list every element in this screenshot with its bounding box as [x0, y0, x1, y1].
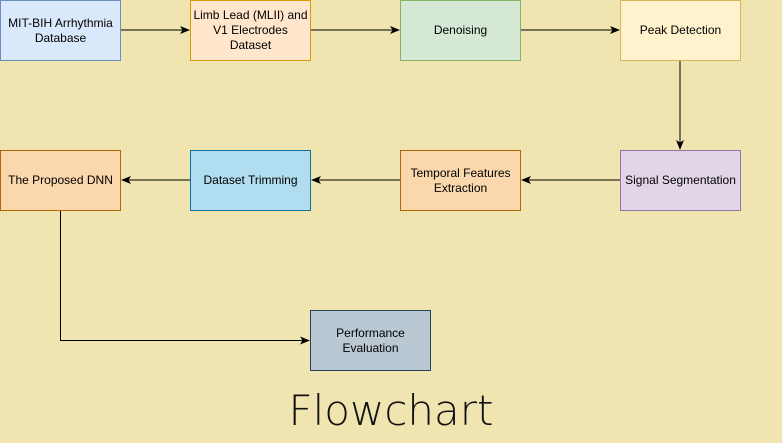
node-dataset-trimming: Dataset Trimming — [190, 150, 311, 211]
node-label: Peak Detection — [639, 23, 722, 37]
node-signal-segmentation: Signal Segmentation — [620, 150, 741, 211]
node-label: Dataset Trimming — [203, 173, 298, 187]
node-limb-lead-dataset: Limb Lead (MLII) and V1 Electrodes Datas… — [190, 0, 311, 61]
node-label: Signal Segmentation — [625, 173, 736, 187]
node-peak-detection: Peak Detection — [620, 0, 741, 61]
node-label: Limb Lead (MLII) and V1 Electrodes Datas… — [193, 8, 308, 52]
node-label: MIT-BIH Arrhythmia Database — [8, 15, 113, 45]
node-mit-bih-arrhythmia-database: MIT-BIH Arrhythmia Database — [0, 0, 121, 61]
node-denoising: Denoising — [400, 0, 521, 61]
node-performance-evaluation: Performance Evaluation — [310, 310, 431, 371]
node-label: Performance Evaluation — [336, 325, 405, 355]
diagram-title: Flowchart — [288, 386, 494, 435]
node-proposed-dnn: The Proposed DNN — [0, 150, 121, 211]
node-label: The Proposed DNN — [8, 173, 113, 187]
node-label: Denoising — [433, 23, 488, 37]
node-label: Temporal Features Extraction — [410, 165, 511, 195]
edge-proposed-dnn-to-performance-evaluation — [60, 211, 310, 345]
node-temporal-features-extraction: Temporal Features Extraction — [400, 150, 521, 211]
